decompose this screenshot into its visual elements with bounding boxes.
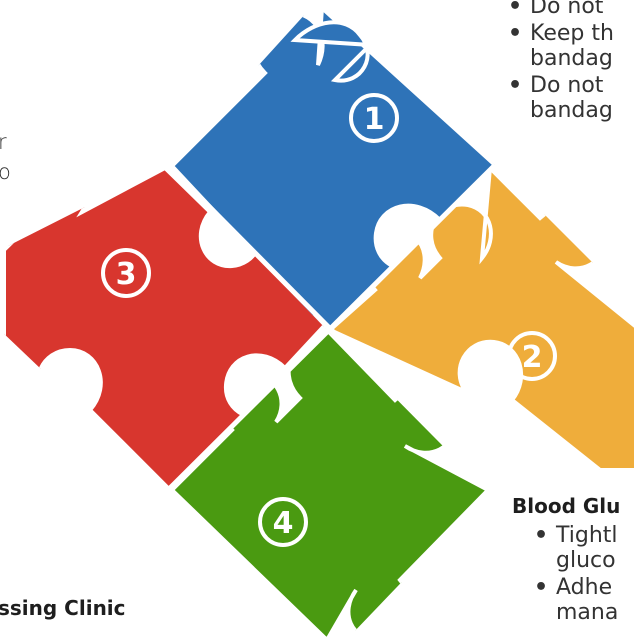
list-item: Tightl gluco — [534, 523, 618, 573]
number-circle-2 — [507, 331, 557, 381]
list-item: Do not — [508, 0, 614, 19]
list-item-line: Do not — [530, 0, 604, 19]
blood-glucose-list: Tightl gluco Adhe mana — [534, 523, 618, 625]
piece-number-3: 3 — [101, 248, 151, 298]
list-item-line: gluco — [556, 548, 616, 573]
list-item-line: Keep th — [530, 21, 614, 46]
list-item-line: Tightl — [556, 523, 618, 548]
number-circle-1 — [349, 93, 399, 143]
piece-number-1: 1 — [349, 93, 399, 143]
number-circle-3 — [101, 248, 151, 298]
list-item: Adhe mana — [534, 575, 618, 625]
left-text-line-1: r — [0, 130, 7, 154]
number-3-text: 3 — [116, 257, 137, 292]
number-4-text: 4 — [273, 506, 294, 541]
number-1-text: 1 — [364, 102, 385, 137]
clinic-heading: ssing Clinic — [0, 596, 126, 620]
list-item: Keep th bandag — [508, 21, 614, 71]
puzzle-piece-1-ear — [290, 20, 375, 83]
list-item: Do not bandag — [508, 73, 614, 123]
blood-glucose-heading: Blood Glu — [512, 494, 621, 518]
list-item-line: Do not — [530, 73, 604, 98]
top-right-bullet-list: Do not Keep th bandag Do not bandag — [508, 0, 614, 123]
number-circle-4 — [258, 497, 308, 547]
list-item-line: Adhe — [556, 575, 613, 600]
piece-number-4: 4 — [258, 497, 308, 547]
piece-number-2: 2 — [507, 331, 557, 381]
left-text-line-2: o — [0, 160, 12, 184]
number-2-text: 2 — [522, 340, 543, 375]
divider-line — [166, 163, 497, 492]
list-item-line: mana — [556, 600, 619, 625]
clinic-underline-text — [0, 626, 230, 638]
list-item-line: bandag — [530, 98, 613, 123]
list-item-line: bandag — [530, 46, 613, 71]
